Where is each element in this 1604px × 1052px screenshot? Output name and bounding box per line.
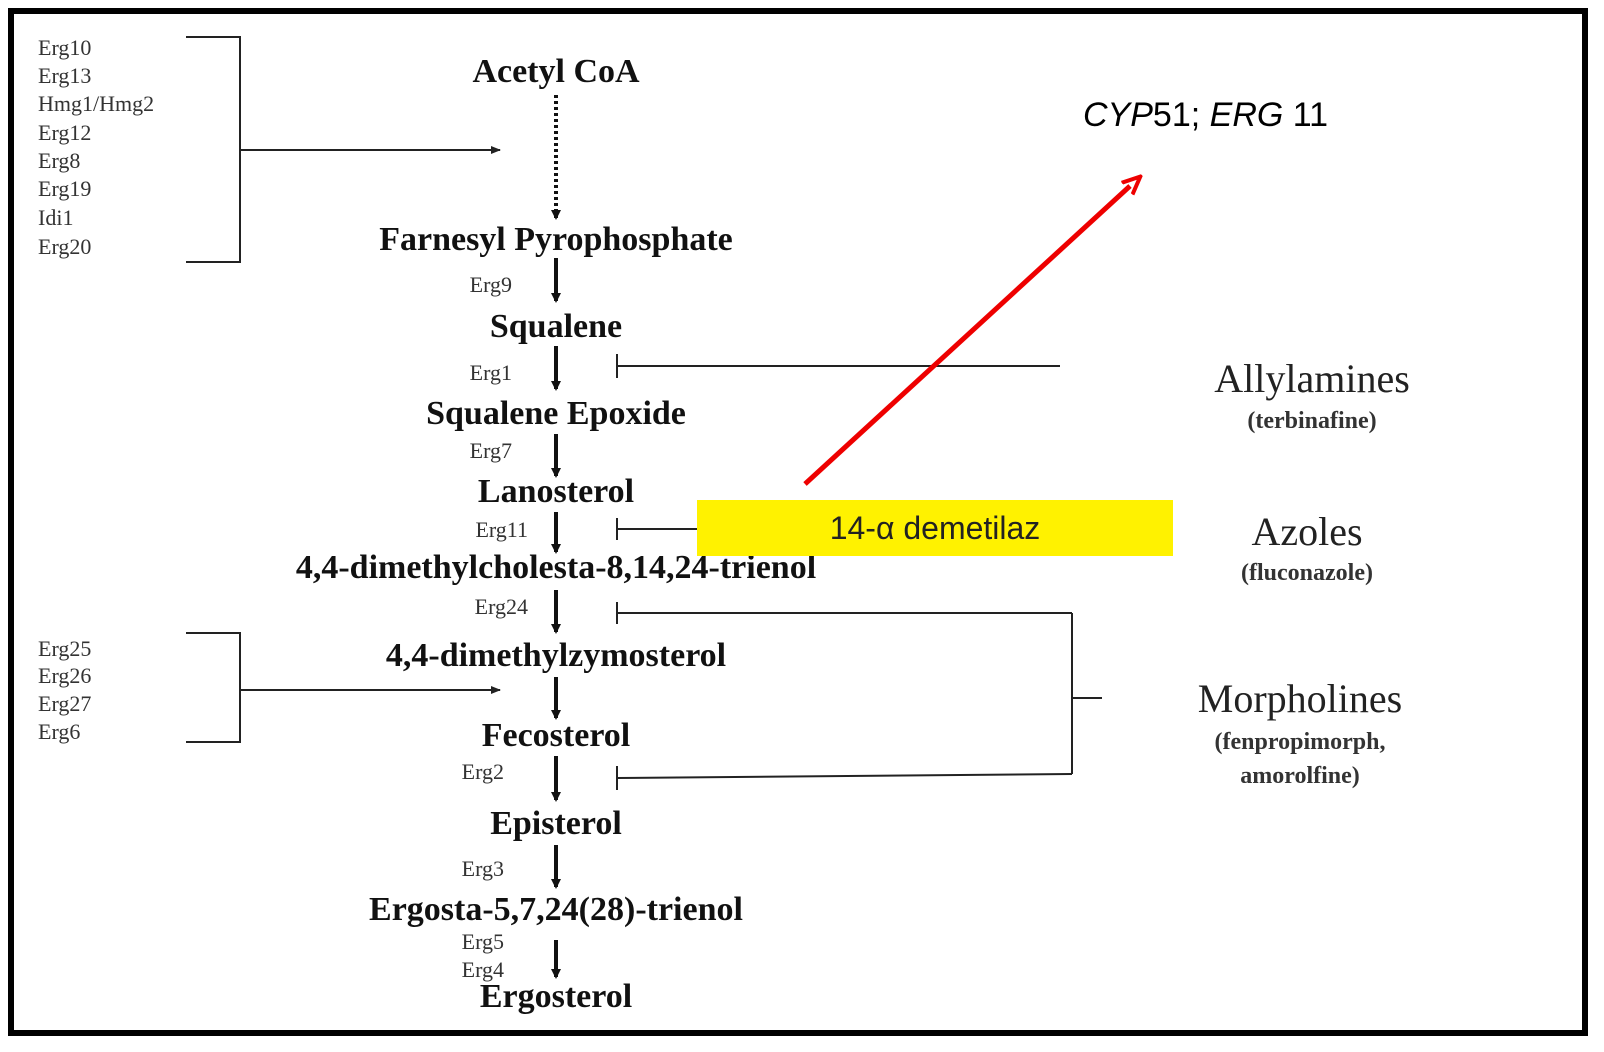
metabolite-acetyl-coa: Acetyl CoA [472,53,640,90]
gene-label-erg2: Erg2 [462,759,504,784]
allylamines-example: (terbinafine) [1247,408,1376,434]
annotation-arrow [803,186,1130,486]
bracket-bottom [186,632,241,743]
gene-label-erg1: Erg1 [470,360,512,385]
metabolite-farnesyl-pyrophosphate: Farnesyl Pyrophosphate [379,221,733,258]
gene-annotation: CYP51; ERG 11 [1083,96,1328,134]
metabolite-lanosterol: Lanosterol [478,473,634,510]
gene-label-erg24: Erg24 [475,594,528,619]
bracket-gene: Erg26 [38,663,91,688]
enzyme-highlight-box [697,500,1173,556]
gene-label-erg4: Erg4 [462,957,504,982]
allylamines-inhibition-line [616,354,1060,378]
metabolite-squalene: Squalene [490,308,622,345]
morpholines-label: Morpholines [1198,676,1402,721]
azoles-label: Azoles [1251,509,1362,554]
morpholines-inhibition-lines [616,602,1102,790]
bracket-gene: Hmg1/Hmg2 [38,91,154,116]
metabolite-dimethylzymosterol: 4,4-dimethylzymosterol [386,637,726,674]
gene-label-erg9: Erg9 [470,272,512,297]
bracket-top [186,36,241,263]
bracket-gene: Erg8 [38,148,80,173]
bracket-gene: Erg12 [38,120,91,145]
azoles-example: (fluconazole) [1241,560,1373,586]
bracket-gene: Erg6 [38,719,80,744]
bracket-gene: Idi1 [38,205,73,230]
gene-label-erg11: Erg11 [475,517,528,542]
bracket-gene: Erg27 [38,691,91,716]
metabolite-episterol: Episterol [490,805,622,842]
morpholines-example-line2: amorolfine) [1240,763,1360,789]
gene-label-erg5: Erg5 [462,929,504,954]
bracket-gene: Erg25 [38,636,91,661]
metabolite-fecosterol: Fecosterol [482,717,631,754]
gene-label-erg7: Erg7 [470,438,512,463]
bracket-gene: Erg20 [38,234,91,259]
bracket-top-gene-list: Erg10 Erg13 Hmg1/Hmg2 Erg12 Erg8 Erg19 I… [38,35,154,259]
gene-label-erg3: Erg3 [462,856,504,881]
gene-annotation-erg: ERG [1210,96,1284,134]
gene-annotation-erg-number: 11 [1283,96,1328,134]
bracket-gene: Erg13 [38,63,91,88]
morpholines-example-line1: (fenpropimorph, [1215,729,1386,755]
bracket-bottom-gene-list: Erg25 Erg26 Erg27 Erg6 [38,636,91,744]
metabolite-ergosterol: Ergosterol [480,978,632,1015]
gene-annotation-cyp-number: 51; [1153,96,1210,134]
bracket-gene: Erg19 [38,176,91,201]
metabolite-ergosta-trienol: Ergosta-5,7,24(28)-trienol [369,891,743,928]
gene-annotation-cyp: CYP [1083,96,1153,134]
allylamines-label: Allylamines [1214,356,1410,401]
enzyme-highlight-label: 14-α demetilaz [830,510,1041,546]
azoles-inhibition-line [616,518,700,540]
metabolite-squalene-epoxide: Squalene Epoxide [426,395,686,432]
bracket-gene: Erg10 [38,35,91,60]
